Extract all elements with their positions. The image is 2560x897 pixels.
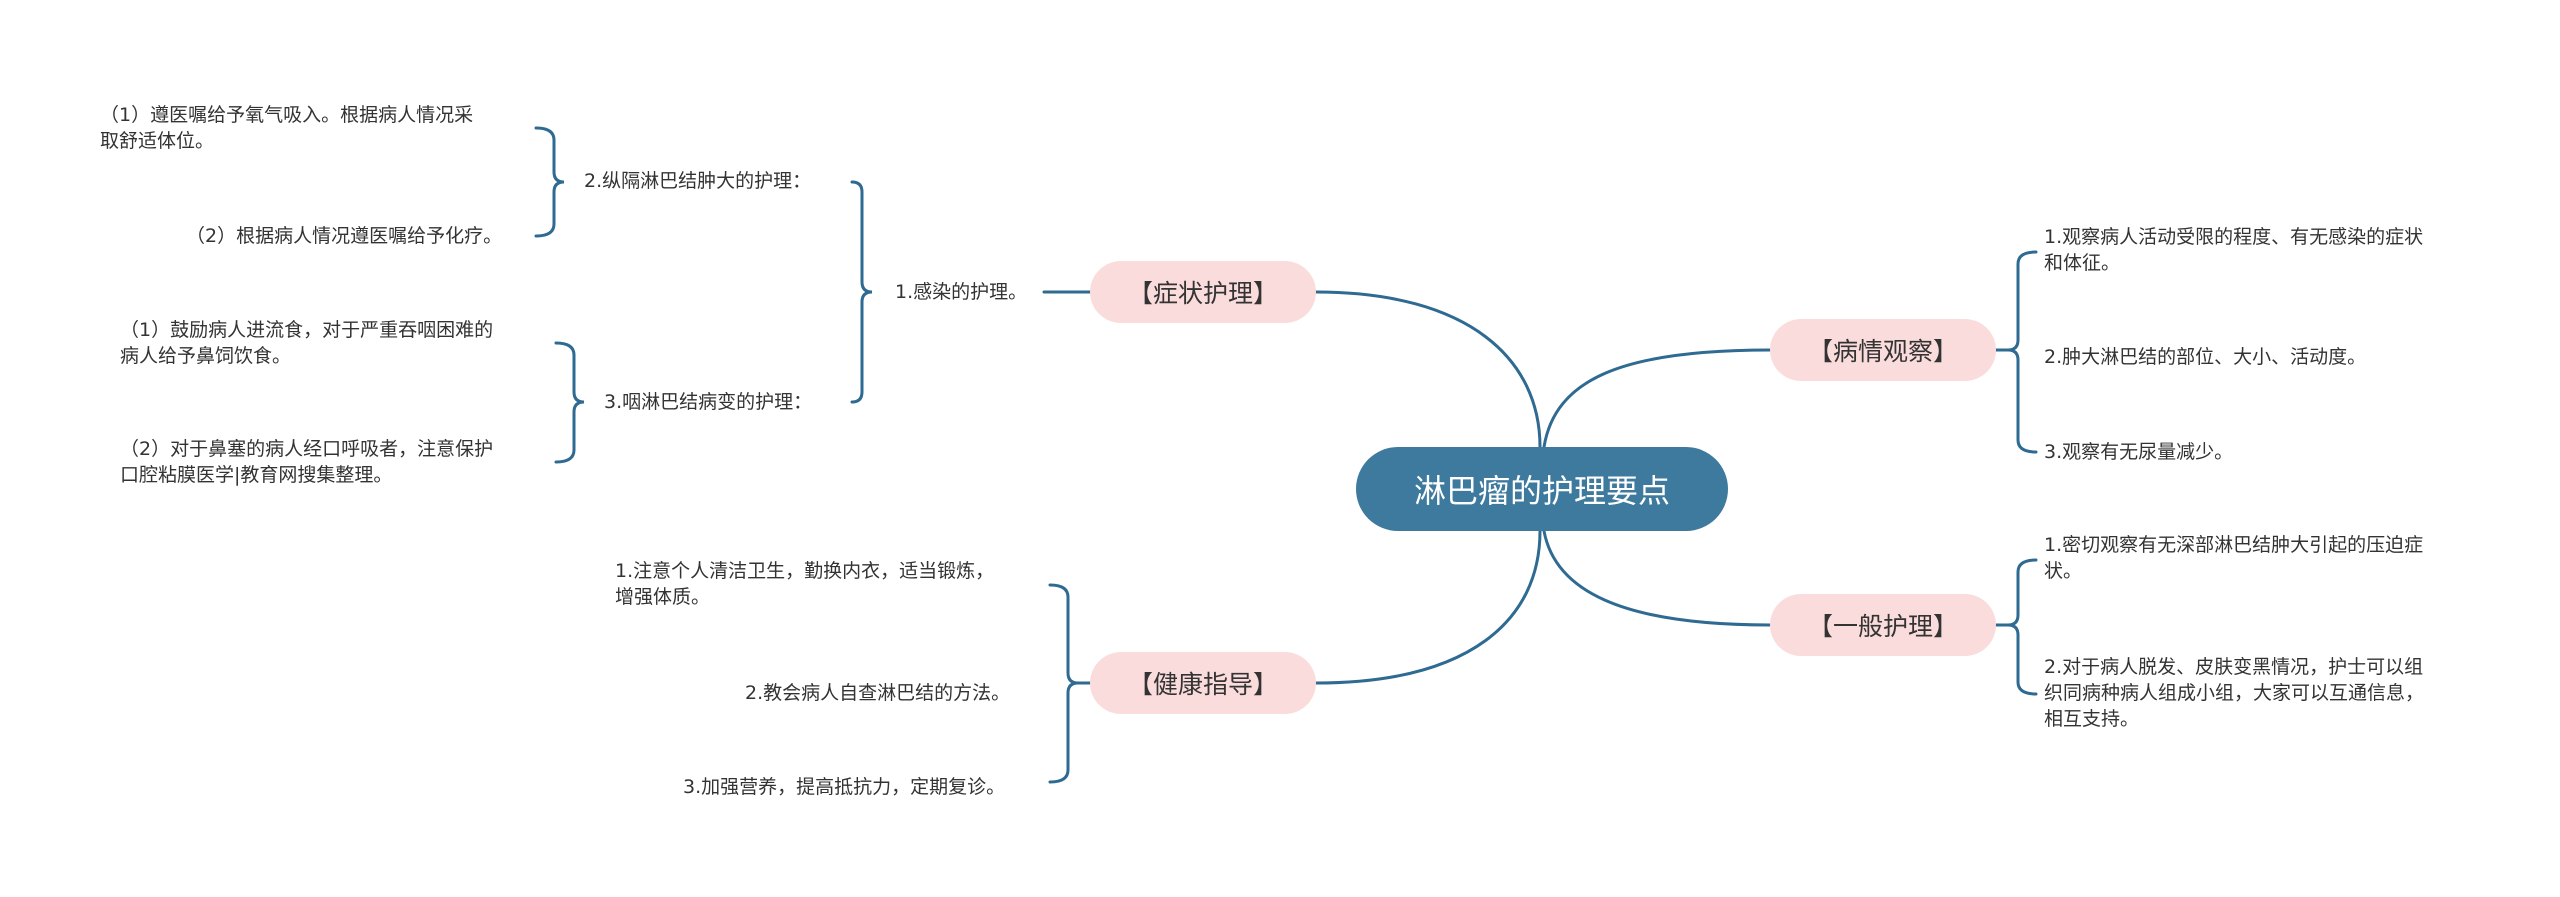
- bracket-health: [1048, 583, 1079, 784]
- bracket-general: [2007, 558, 2038, 696]
- leaf-health-1[interactable]: 1.注意个人清洁卫生，勤换内衣，适当锻炼， 增强体质。: [615, 560, 995, 608]
- leaf-general-1[interactable]: 1.密切观察有无深部淋巴结肿大引起的压迫症 状。: [2044, 534, 2424, 582]
- link-root-general: [1542, 529, 1772, 627]
- leaf-pharyngeal-2[interactable]: （2）对于鼻塞的病人经口呼吸者，注意保护 口腔粘膜医学|教育网搜集整理。: [120, 438, 494, 486]
- leaf-health-2[interactable]: 2.教会病人自查淋巴结的方法。: [745, 682, 1011, 704]
- bracket-mediastinal: [534, 126, 565, 238]
- root-topic[interactable]: 淋巴瘤的护理要点: [1356, 447, 1728, 531]
- leaf-observe-1[interactable]: 1.观察病人活动受限的程度、有无感染的症状 和体征。: [2044, 226, 2424, 274]
- bracket-infection: [850, 180, 873, 404]
- topic-symptom-care[interactable]: 【症状护理】: [1090, 261, 1316, 323]
- leaf-health-3[interactable]: 3.加强营养，提高抵抗力，定期复诊。: [683, 776, 1006, 798]
- leaf-mediastinal-1[interactable]: （1）遵医嘱给予氧气吸入。根据病人情况采 取舒适体位。: [100, 104, 474, 152]
- leaf-pharyngeal-1[interactable]: （1）鼓励病人进流食，对于严重吞咽困难的 病人给予鼻饲饮食。: [120, 319, 494, 367]
- topic-general-care[interactable]: 【一般护理】: [1770, 594, 1996, 656]
- leaf-mediastinal-2[interactable]: （2）根据病人情况遵医嘱给予化疗。: [186, 225, 503, 247]
- bracket-pharyngeal: [554, 341, 585, 464]
- bracket-observe: [2007, 250, 2038, 454]
- leaf-observe-3[interactable]: 3.观察有无尿量减少。: [2044, 441, 2234, 463]
- leaf-general-2[interactable]: 2.对于病人脱发、皮肤变黑情况，护士可以组 织同病种病人组成小组，大家可以互通信…: [2044, 656, 2425, 730]
- link-root-observe: [1542, 348, 1772, 449]
- link-root-health: [1314, 529, 1542, 685]
- topic-condition-observation[interactable]: 【病情观察】: [1770, 319, 1996, 381]
- node-pharyngeal-care[interactable]: 3.咽淋巴结病变的护理：: [604, 391, 813, 413]
- link-root-symptom: [1314, 290, 1542, 449]
- topic-health-guidance[interactable]: 【健康指导】: [1090, 652, 1316, 714]
- leaf-observe-2[interactable]: 2.肿大淋巴结的部位、大小、活动度。: [2044, 346, 2367, 368]
- node-infection-care[interactable]: 1.感染的护理。: [895, 281, 1028, 303]
- node-mediastinal-care[interactable]: 2.纵隔淋巴结肿大的护理：: [584, 170, 812, 192]
